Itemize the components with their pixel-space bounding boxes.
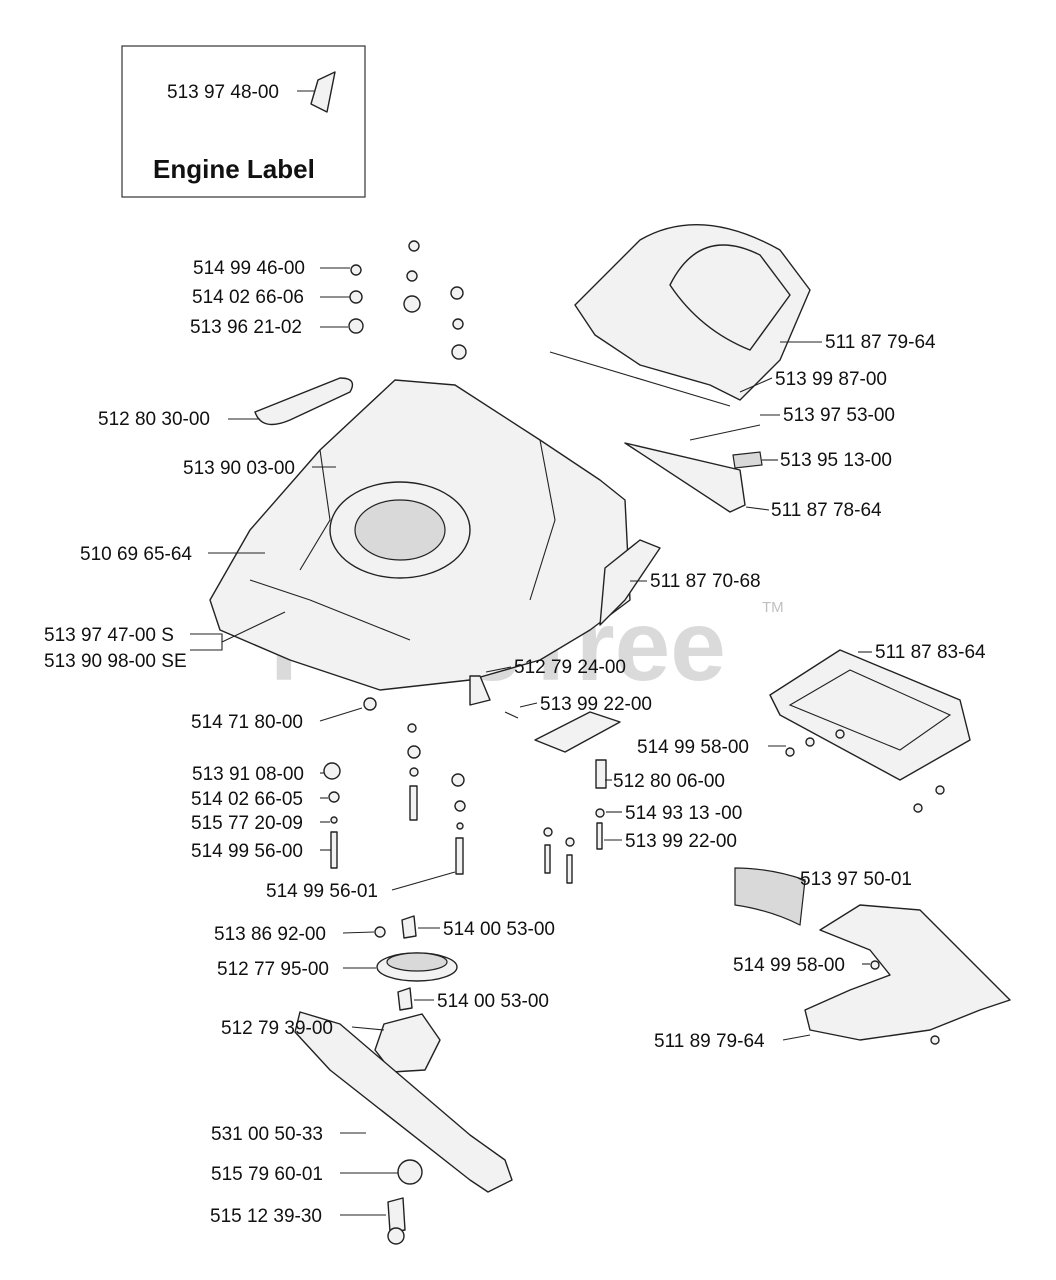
- label-514-99-58-00-a[interactable]: 514 99 58-00: [637, 737, 749, 758]
- grass-bag-cover: [549, 224, 811, 407]
- label-511-87-79-64[interactable]: 511 87 79-64: [825, 332, 936, 353]
- label-510-69-65-64[interactable]: 510 69 65-64: [80, 544, 192, 565]
- spring-513-95-13-00: [732, 451, 763, 469]
- label-512-79-39-00[interactable]: 512 79 39-00: [221, 1018, 333, 1039]
- label-513-99-22-00-b[interactable]: 513 99 22-00: [625, 831, 737, 852]
- label-513-99-22-00-a[interactable]: 513 99 22-00: [540, 694, 652, 715]
- label-513-97-50-01[interactable]: 513 97 50-01: [800, 869, 912, 890]
- label-513-97-47-00-s[interactable]: 513 97 47-00 S: [44, 625, 174, 646]
- watermark-tm: TM: [762, 599, 784, 616]
- label-515-77-20-09[interactable]: 515 77 20-09: [191, 813, 303, 834]
- label-514-71-80-00[interactable]: 514 71 80-00: [191, 712, 303, 733]
- inset-title: Engine Label: [153, 154, 315, 184]
- label-512-79-24-00[interactable]: 512 79 24-00: [514, 657, 626, 678]
- label-513-86-92-00[interactable]: 513 86 92-00: [214, 924, 326, 945]
- middle-hardware: [323, 697, 605, 884]
- label-513-91-08-00[interactable]: 513 91 08-00: [192, 764, 304, 785]
- label-513-90-03-00[interactable]: 513 90 03-00: [183, 458, 295, 479]
- label-514-00-53-00-b[interactable]: 514 00 53-00: [437, 991, 549, 1012]
- label-513-90-98-00-se[interactable]: 513 90 98-00 SE: [44, 651, 187, 672]
- label-514-02-66-06[interactable]: 514 02 66-06: [192, 287, 304, 308]
- label-513-99-87-00[interactable]: 513 99 87-00: [775, 369, 887, 390]
- inset-part-number[interactable]: 513 97 48-00: [167, 82, 279, 103]
- deflector-511-87-78-64: [624, 442, 746, 513]
- plate-512-80-06-00: [534, 711, 621, 753]
- handle-511-87-70-68: [599, 539, 661, 626]
- label-531-00-50-33[interactable]: 531 00 50-33: [211, 1124, 323, 1145]
- label-514-99-46-00[interactable]: 514 99 46-00: [193, 258, 305, 279]
- label-514-93-13-00[interactable]: 514 93 13 -00: [625, 803, 742, 824]
- upper-hardware: [348, 240, 467, 360]
- label-514-99-56-01[interactable]: 514 99 56-01: [266, 881, 378, 902]
- bracket-512-80-30-00: [254, 377, 354, 426]
- leader-lines: [190, 267, 872, 1216]
- label-513-97-53-00[interactable]: 513 97 53-00: [783, 405, 895, 426]
- label-512-80-30-00[interactable]: 512 80 30-00: [98, 409, 210, 430]
- engine-label-inset: 513 97 48-00 Engine Label: [121, 45, 366, 198]
- label-512-80-06-00[interactable]: 512 80 06-00: [613, 771, 725, 792]
- part-labels: 514 99 46-00 514 02 66-06 513 96 21-02 5…: [44, 258, 986, 1227]
- cover-511-89-79-64: [804, 904, 1011, 1045]
- engine-label-part: [310, 71, 336, 113]
- label-511-87-70-68[interactable]: 511 87 70-68: [650, 571, 761, 592]
- tray-511-87-83-64: [769, 649, 971, 813]
- deck-housing: [209, 379, 631, 691]
- label-515-79-60-01[interactable]: 515 79 60-01: [211, 1164, 323, 1185]
- label-512-77-95-00[interactable]: 512 77 95-00: [217, 959, 329, 980]
- label-511-87-78-64[interactable]: 511 87 78-64: [771, 500, 882, 521]
- label-514-99-58-00-b[interactable]: 514 99 58-00: [733, 955, 845, 976]
- label-511-87-83-64[interactable]: 511 87 83-64: [875, 642, 986, 663]
- label-514-00-53-00-a[interactable]: 514 00 53-00: [443, 919, 555, 940]
- blade-assembly: [294, 915, 513, 1245]
- label-513-96-21-02[interactable]: 513 96 21-02: [190, 317, 302, 338]
- bracket-512-79-24-00: [469, 675, 491, 706]
- label-513-95-13-00[interactable]: 513 95 13-00: [780, 450, 892, 471]
- label-514-02-66-05[interactable]: 514 02 66-05: [191, 789, 303, 810]
- flap-513-97-50-01: [734, 867, 806, 926]
- pin-512-80-06-00: [595, 759, 607, 789]
- label-514-99-56-00[interactable]: 514 99 56-00: [191, 841, 303, 862]
- label-515-12-39-30[interactable]: 515 12 39-30: [210, 1206, 322, 1227]
- label-511-89-79-64[interactable]: 511 89 79-64: [654, 1031, 765, 1052]
